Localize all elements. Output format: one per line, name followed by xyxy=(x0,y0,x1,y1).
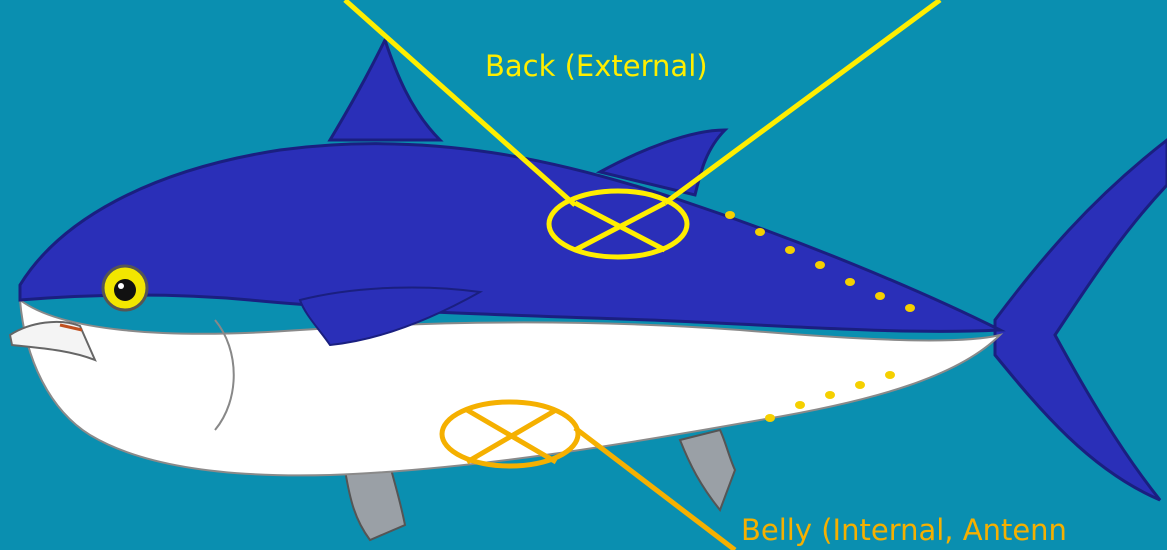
tail-fin xyxy=(995,140,1167,500)
anal-fin xyxy=(680,430,735,510)
back-external-label: Back (External) xyxy=(485,52,708,81)
fish-back xyxy=(20,144,1000,332)
belly-internal-label: Belly (Internal, Antenn xyxy=(741,516,1067,545)
first-dorsal-fin xyxy=(330,40,440,140)
pelvic-fin xyxy=(345,465,405,540)
